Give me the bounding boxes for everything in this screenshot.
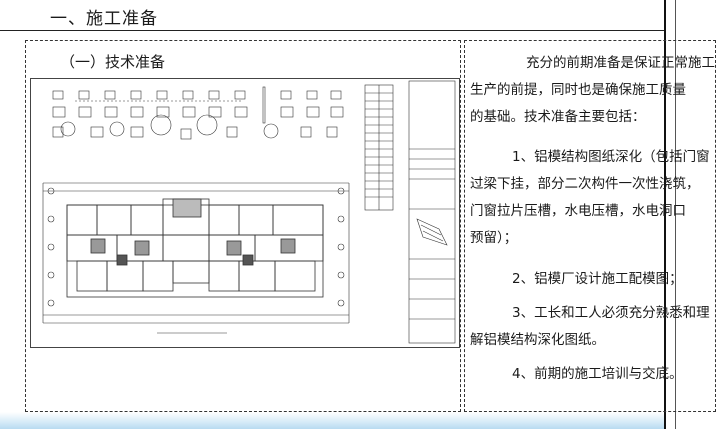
right-frame (664, 0, 720, 429)
floor-plan (66, 198, 324, 298)
page-title: 一、施工准备 (50, 9, 158, 29)
paragraph-item-1: 1、铝模结构图纸深化（包括门窗 过梁下挂，部分二次构件一次性浇筑， 门窗拉片压槽… (470, 144, 718, 252)
paragraph-intro-line-2: 生产的前提，同时也是确保施工质量 (470, 82, 686, 98)
paragraph-item-3-line-1: 3、工长和工人必须充分熟悉和理 (512, 305, 710, 321)
schedule-table (364, 84, 394, 211)
text-panel (464, 40, 716, 412)
dimension-lines (42, 182, 350, 324)
cad-floor-plan-figure (42, 80, 456, 344)
title-block (408, 80, 456, 344)
paragraph-item-1-line-1: 1、铝模结构图纸深化（包括门窗 (512, 149, 710, 165)
paragraph-intro-line-3: 的基础。技术准备主要包括： (470, 109, 646, 125)
detail-row-top (52, 86, 344, 140)
paragraph-intro-line-1: 充分的前期准备是保证正常施工 (526, 55, 715, 71)
frame-inner-line (675, 0, 676, 429)
paragraph-intro: 充分的前期准备是保证正常施工 生产的前提，同时也是确保施工质量 的基础。技术准备… (470, 50, 718, 131)
section-title: （一）技术准备 (60, 53, 166, 71)
bottom-gradient-band (0, 412, 664, 429)
grid-bubbles (47, 187, 345, 307)
paragraph-item-3: 3、工长和工人必须充分熟悉和理 解铝模结构深化图纸。 (470, 300, 718, 354)
cad-drawing-image (30, 78, 460, 348)
paragraph-item-1-line-4: 预留）； (470, 230, 518, 246)
paragraph-item-1-line-2: 过梁下挂，部分二次构件一次性浇筑， (470, 176, 700, 192)
drawing-panel (25, 40, 461, 412)
paragraph-item-4: 4、前期的施工培训与交底。 (512, 366, 683, 382)
paragraph-item-3-line-2: 解铝模结构深化图纸。 (470, 332, 605, 348)
title-rule (0, 30, 664, 31)
paragraph-item-1-line-3: 门窗拉片压槽，水电压槽，水电洞口 (470, 203, 686, 219)
paragraph-item-2: 2、铝模厂设计施工配模图； (512, 271, 683, 287)
